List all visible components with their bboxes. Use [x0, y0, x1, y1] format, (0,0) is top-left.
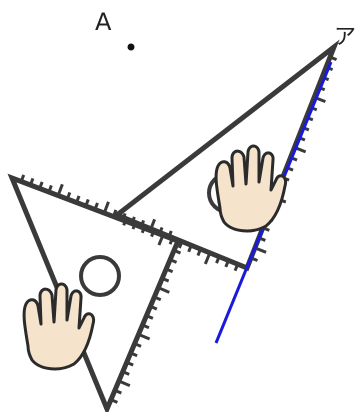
- ruler-tick: [58, 184, 62, 195]
- point-a: [128, 44, 135, 51]
- upper-set-square: [117, 47, 337, 271]
- lower-set-square-hole: [81, 257, 119, 295]
- upper-set-square-outline: [117, 47, 334, 268]
- ruler-tick: [104, 202, 108, 213]
- ruler-tick: [255, 248, 266, 252]
- ruler-tick: [205, 253, 210, 264]
- lower-set-square: [12, 175, 181, 409]
- line-a-label: ア: [334, 25, 356, 50]
- hand-icon: [216, 146, 286, 231]
- upper-set-square-ticks: [124, 57, 337, 271]
- point-a-label: A: [95, 8, 112, 36]
